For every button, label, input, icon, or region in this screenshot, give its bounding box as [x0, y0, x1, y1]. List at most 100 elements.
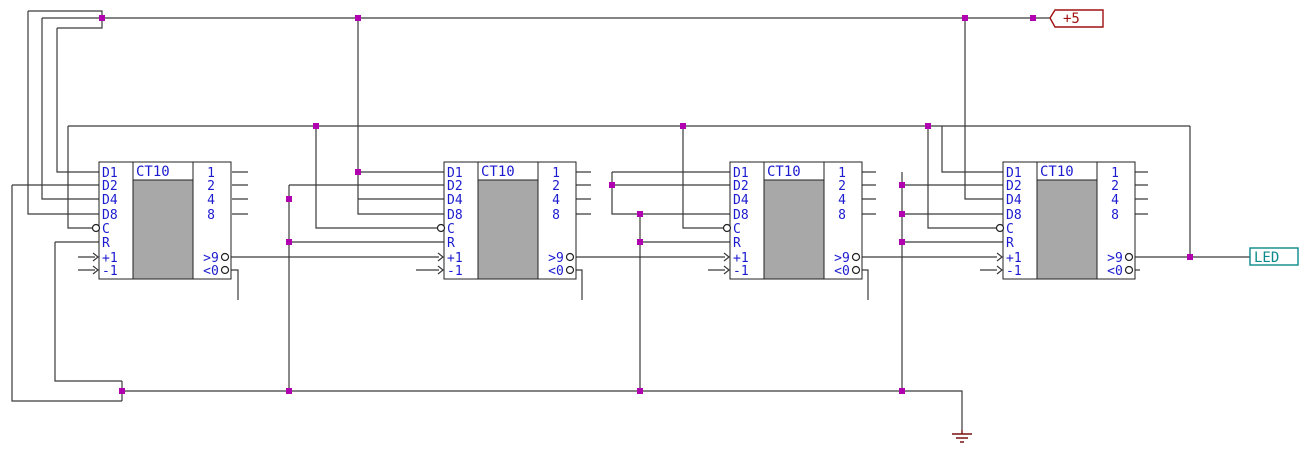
- count-down-arrow: [437, 265, 444, 275]
- pin-label-2: 2: [1111, 179, 1119, 194]
- pin-label--1: -1: [733, 264, 749, 279]
- pin-label-R: R: [733, 236, 741, 251]
- pin-label-D4: D4: [447, 193, 463, 208]
- clock-bubble: [722, 223, 732, 233]
- pin-label-D1: D1: [102, 166, 118, 181]
- pin-label-<0: <0: [548, 264, 564, 279]
- loop-1-d8: [27, 11, 99, 215]
- pin-label-R: R: [102, 236, 110, 251]
- pin-label-D4: D4: [733, 193, 749, 208]
- pin-label--1: -1: [1006, 264, 1022, 279]
- left-return: [11, 185, 122, 402]
- borrow-bubble: [565, 265, 575, 275]
- pin-label->9: >9: [834, 251, 850, 266]
- carry-bubble: [851, 252, 861, 262]
- borrow-bubble: [1124, 265, 1134, 275]
- chip-title: CT10: [1040, 164, 1074, 180]
- pin-label-1: 1: [552, 166, 560, 181]
- pin-label-C: C: [102, 222, 110, 237]
- pin-label-R: R: [447, 236, 455, 251]
- loop-3-d1: [56, 28, 99, 173]
- pin-label--1: -1: [447, 264, 463, 279]
- pin-label-8: 8: [552, 208, 560, 223]
- pin-label-<0: <0: [1107, 264, 1123, 279]
- chip2-d1-wire: [357, 18, 444, 173]
- pin-label->9: >9: [548, 251, 564, 266]
- chip4-vcc-wire: [964, 18, 1003, 200]
- pin-label-D8: D8: [447, 208, 463, 223]
- pin-label-4: 4: [207, 193, 215, 208]
- count-up-arrow: [92, 252, 99, 262]
- chip1-r-wire: [54, 242, 122, 382]
- pin-label-D8: D8: [1006, 208, 1022, 223]
- chip2-c-wire: [315, 126, 439, 229]
- pin-label-4: 4: [1111, 193, 1119, 208]
- pin-label-8: 8: [1111, 208, 1119, 223]
- pin-label-+1: +1: [447, 251, 463, 266]
- pin-label-D4: D4: [1006, 193, 1022, 208]
- pin-label--1: -1: [102, 264, 118, 279]
- vcc-tag[interactable]: +5: [1049, 9, 1104, 28]
- carry-bubble: [1124, 252, 1134, 262]
- pin-label-1: 1: [1111, 166, 1119, 181]
- pin-label-2: 2: [552, 179, 560, 194]
- pin-label-D1: D1: [733, 166, 749, 181]
- wires: [11, 10, 1250, 430]
- pin-label-8: 8: [838, 208, 846, 223]
- chip-title: CT10: [767, 164, 801, 180]
- clock-bubble: [91, 223, 101, 233]
- count-up-arrow: [996, 252, 1003, 262]
- pin-label-C: C: [1006, 222, 1014, 237]
- clock-bubble: [436, 223, 446, 233]
- chip1-c-wire: [67, 126, 94, 229]
- borrow-bubble: [220, 265, 230, 275]
- borrow-bubble: [851, 265, 861, 275]
- clock-bubble: [995, 223, 1005, 233]
- chip-left-band: [98, 161, 134, 280]
- pin-label-D2: D2: [102, 179, 118, 194]
- ground-symbol: [952, 430, 972, 443]
- pin-label-D1: D1: [447, 166, 463, 181]
- pin-label-D8: D8: [733, 208, 749, 223]
- pin-label-<0: <0: [203, 264, 219, 279]
- count-down-arrow: [92, 265, 99, 275]
- pin-label-D2: D2: [447, 179, 463, 194]
- pin-label-4: 4: [838, 193, 846, 208]
- vcc-label: +5: [1063, 11, 1080, 27]
- count-up-arrow: [723, 252, 730, 262]
- carry-bubble: [220, 252, 230, 262]
- pin-label-1: 1: [838, 166, 846, 181]
- chip4-c-wire: [927, 126, 997, 229]
- count-up-arrow: [437, 252, 444, 262]
- pin-label-<0: <0: [834, 264, 850, 279]
- pin-label-D4: D4: [102, 193, 118, 208]
- pin-label-2: 2: [838, 179, 846, 194]
- chip-left-band: [443, 161, 479, 280]
- chip-title: CT10: [481, 164, 515, 180]
- pin-label-+1: +1: [102, 251, 118, 266]
- counter-chips: CT10D1D2D4D8CR+1-11248>9<0CT10D1D2D4D8CR…: [91, 161, 1136, 280]
- pin-label-1: 1: [207, 166, 215, 181]
- led-tag[interactable]: LED: [1249, 247, 1299, 266]
- pin-label->9: >9: [203, 251, 219, 266]
- pin-label->9: >9: [1107, 251, 1123, 266]
- pin-label-2: 2: [207, 179, 215, 194]
- pin-label-D2: D2: [733, 179, 749, 194]
- pin-label-D8: D8: [102, 208, 118, 223]
- loop-1: [28, 10, 103, 18]
- pin-label-+1: +1: [733, 251, 749, 266]
- chip-left-band: [729, 161, 765, 280]
- pin-label-4: 4: [552, 193, 560, 208]
- pin-label-D1: D1: [1006, 166, 1022, 181]
- chip-title: CT10: [136, 164, 170, 180]
- pin-label-D2: D2: [1006, 179, 1022, 194]
- gnd-bus: [122, 390, 963, 430]
- pin-label-+1: +1: [1006, 251, 1022, 266]
- pin-label-8: 8: [207, 208, 215, 223]
- chip3-c-wire: [682, 126, 725, 229]
